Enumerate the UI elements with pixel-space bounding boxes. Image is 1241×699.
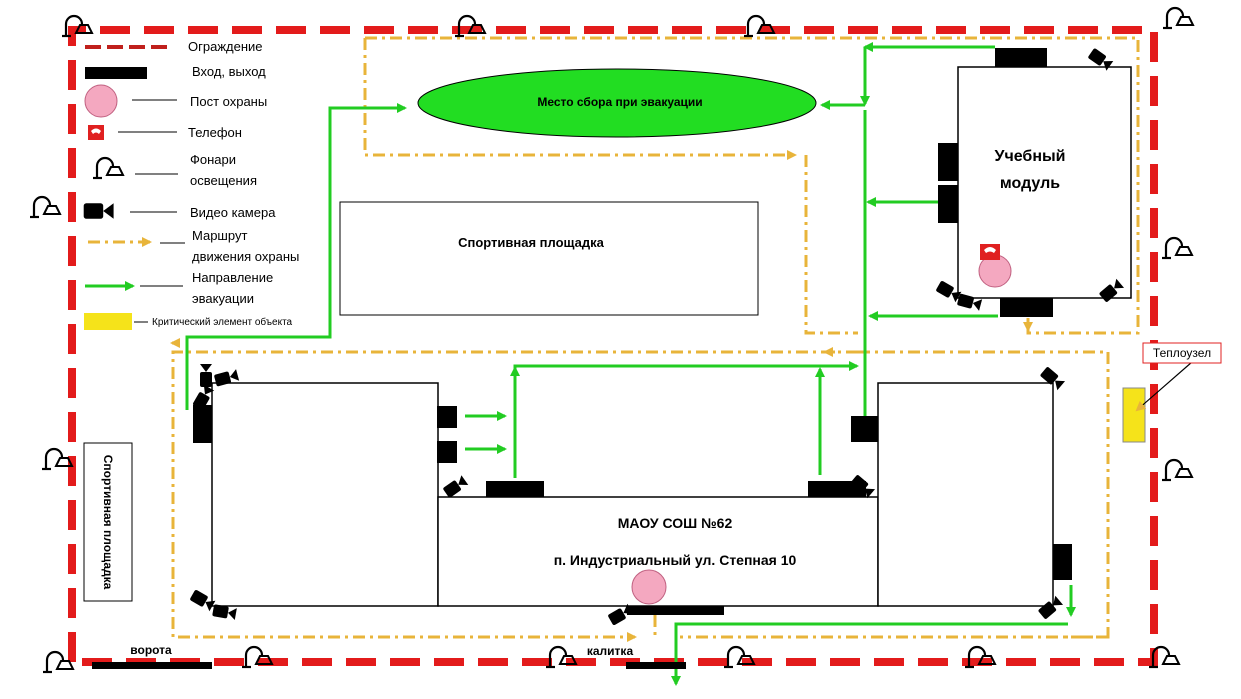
evacuation-routes	[185, 42, 1076, 686]
heat-unit-pointer	[1135, 361, 1193, 412]
main-building	[211, 382, 1054, 607]
lamp-icon	[963, 645, 997, 669]
legend-lights-label-1: Фонари	[190, 152, 236, 167]
legend-entrance-swatch	[85, 67, 147, 79]
entrance-east	[1053, 544, 1072, 580]
entrance-module-left-1	[938, 143, 958, 181]
fence	[68, 26, 1158, 666]
legend-guard-post-label: Пост охраны	[190, 94, 267, 109]
legend-route-label-2: движения охраны	[192, 249, 299, 264]
lamp-icon	[28, 195, 62, 219]
wicket-label: калитка	[587, 644, 634, 658]
lamp-icon	[722, 645, 756, 669]
lamp-icon	[40, 447, 74, 471]
legend-critical-swatch	[84, 313, 132, 330]
legend-lamp-icon	[91, 156, 125, 180]
entrance-court-1	[437, 406, 457, 428]
guard-route	[170, 36, 1140, 642]
heat-unit-label: Теплоузел	[1153, 346, 1211, 360]
entrance-court-bottom-left	[486, 481, 544, 497]
lamp-icon	[1161, 6, 1195, 30]
legend-guard-post-swatch	[84, 84, 118, 118]
lamp-icon	[1147, 645, 1181, 669]
study-module-label-2: модуль	[1000, 175, 1060, 192]
assembly-point	[417, 68, 817, 138]
entrance-court-2	[437, 441, 457, 463]
school-address: п. Индустриальный ул. Степная 10	[554, 552, 797, 568]
phone-icon	[980, 244, 1000, 260]
legend-camera-label: Видео камера	[190, 205, 276, 220]
assembly-point-label: Место сбора при эвакуации	[537, 95, 702, 109]
school-name: МАОУ СОШ №62	[618, 515, 733, 531]
legend-lights-label-2: освещения	[190, 173, 257, 188]
gate-label: ворота	[130, 643, 172, 657]
lamp-icon	[1160, 236, 1194, 260]
camera-icon	[200, 364, 212, 387]
study-module-building	[957, 66, 1132, 299]
legend-entrance-label: Вход, выход	[192, 64, 266, 79]
entrance-east-court	[851, 416, 878, 442]
camera-icon	[442, 475, 469, 499]
entrance-west	[193, 405, 212, 443]
sports-ground-center-label: Спортивная площадка	[458, 235, 605, 250]
lamp-icon	[240, 645, 274, 669]
legend-evacuation-label-2: эвакуации	[192, 291, 254, 306]
study-module-label-1: Учебный	[995, 148, 1066, 165]
sports-ground-left-label: Спортивная площадка	[101, 455, 115, 590]
sports-ground-center	[339, 201, 759, 316]
entrance-main	[627, 606, 724, 615]
gate-bar	[92, 662, 212, 669]
legend-fence-label: Ограждение	[188, 39, 263, 54]
heat-unit-label-box	[1142, 342, 1222, 364]
lamp-icon	[544, 645, 578, 669]
critical-element-heat-unit	[1122, 387, 1146, 443]
legend-phone-icon	[88, 125, 104, 140]
legend-phone-label: Телефон	[188, 125, 242, 140]
entrance-module-left-2	[938, 185, 958, 223]
legend-evacuation-label-1: Направление	[192, 270, 273, 285]
lamp-icon	[742, 14, 776, 38]
guard-post-main	[631, 569, 667, 605]
legend-route-label-1: Маршрут	[192, 228, 247, 243]
entrances	[92, 48, 1072, 669]
lamp-icon	[1160, 458, 1194, 482]
legend-critical-label: Критический элемент объекта	[152, 316, 293, 328]
legend: Ограждение Вход, выход Пост охраны Телеф…	[83, 39, 299, 330]
entrance-module-top	[995, 48, 1047, 67]
wicket-bar	[626, 662, 686, 669]
entrance-module-bottom	[1000, 298, 1053, 317]
sports-ground-left	[83, 442, 133, 602]
legend-camera-icon	[83, 203, 114, 219]
